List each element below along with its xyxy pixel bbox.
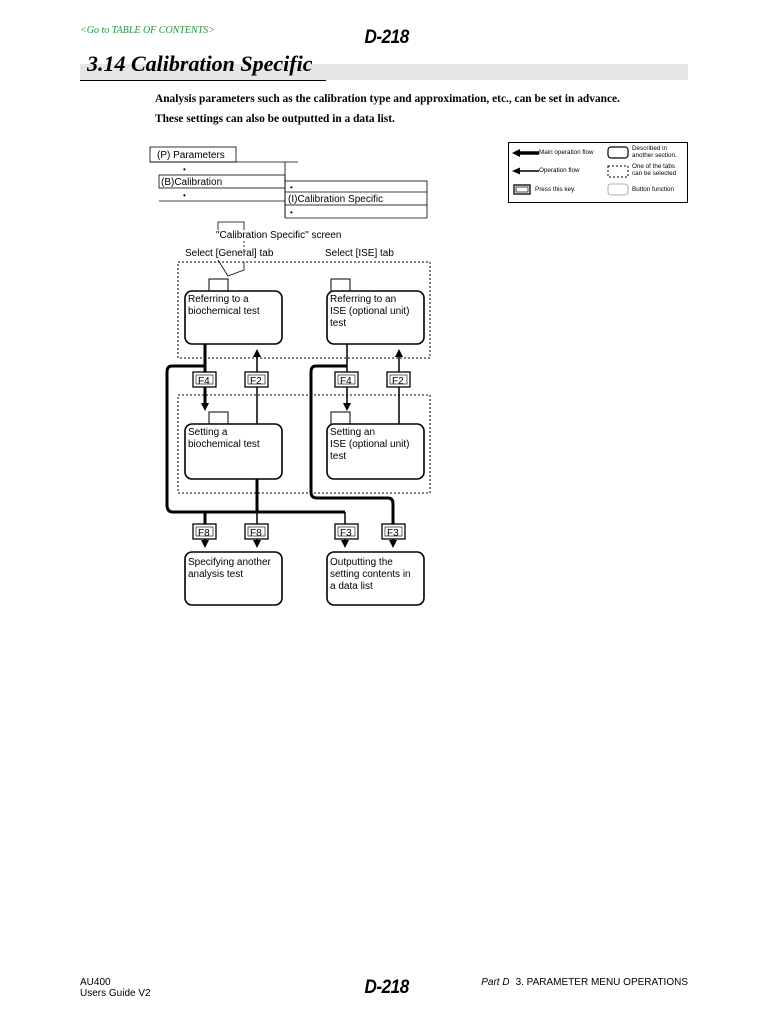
svg-text:•: •	[290, 183, 293, 192]
legend-described-2: another section.	[632, 152, 677, 159]
svg-text:ISE (optional unit): ISE (optional unit)	[330, 439, 410, 450]
box-ref-bio: Referring to a biochemical test	[184, 278, 283, 345]
box-specify: Specifying another analysis test	[184, 551, 283, 606]
main-flow-arrow-icon	[512, 149, 539, 157]
screen-label: "Calibration Specific" screen	[216, 230, 342, 241]
menu-calibration-label: (B)Calibration	[161, 177, 222, 188]
svg-text:Specifying another: Specifying another	[188, 557, 272, 568]
key-f2-left[interactable]: F2	[244, 371, 269, 388]
section-title: 3.14 Calibration Specific	[87, 51, 313, 76]
legend-main-flow: Main operation flow	[539, 149, 594, 156]
menu-calibration-specific-label: (I)Calibration Specific	[288, 194, 383, 205]
menu-calibration-specific-box[interactable]	[284, 180, 428, 206]
tab-general-label: Select [General] tab	[185, 248, 274, 259]
svg-text:F3: F3	[340, 528, 352, 539]
intro-text: Analysis parameters such as the calibrat…	[155, 89, 695, 129]
tab-region-reference	[177, 261, 431, 359]
key-f4-left[interactable]: F4	[192, 371, 217, 388]
page-code-top: D-218	[364, 27, 409, 48]
footer-part: Part D	[481, 977, 510, 988]
footer-guide-name: Users Guide V2	[80, 988, 151, 999]
svg-text:setting contents in: setting contents in	[330, 569, 411, 580]
menu-parameters-label: (P) Parameters	[157, 150, 225, 161]
footer-chapter-title: 3. PARAMETER MENU OPERATIONS	[515, 977, 688, 988]
svg-text:F8: F8	[250, 528, 262, 539]
legend-tabs-2: can be selected	[632, 170, 677, 177]
op-flow-arrow-icon	[512, 167, 539, 175]
svg-text:F4: F4	[340, 376, 352, 387]
page-code-bottom: D-218	[364, 977, 409, 998]
svg-text:•: •	[183, 191, 186, 200]
svg-text:•: •	[183, 165, 186, 174]
title-underline	[80, 80, 326, 81]
tabs-dotted-box-icon	[607, 165, 629, 178]
footer-product: AU400 Users Guide V2	[80, 977, 151, 999]
svg-text:ISE (optional unit): ISE (optional unit)	[330, 306, 410, 317]
tab-region-setting	[177, 394, 431, 494]
legend-tabs-1: One of the tabs	[632, 163, 676, 170]
key-f2-right[interactable]: F2	[386, 371, 411, 388]
key-f8-left[interactable]: F8	[192, 523, 217, 540]
flow-lines	[165, 344, 403, 548]
footer-product-name: AU400	[80, 977, 111, 988]
intro-line-2: These settings can also be outputted in …	[155, 113, 395, 125]
svg-text:F2: F2	[250, 376, 262, 387]
svg-text:Referring to an: Referring to an	[330, 294, 396, 305]
legend-button-function: Button function	[632, 186, 675, 193]
title-bar	[80, 64, 688, 80]
legend-described-1: Described in	[632, 145, 667, 152]
key-f8-right[interactable]: F8	[244, 523, 269, 540]
key-box-icon	[513, 184, 531, 195]
svg-text:biochemical test: biochemical test	[188, 439, 260, 450]
button-function-icon	[607, 183, 629, 196]
described-box-icon	[607, 146, 629, 159]
svg-text:biochemical test: biochemical test	[188, 306, 260, 317]
svg-text:F3: F3	[387, 528, 399, 539]
legend-box: Main operation flow Operation flow Press…	[508, 142, 688, 203]
svg-text:Outputting the: Outputting the	[330, 557, 393, 568]
svg-text:Setting a: Setting a	[188, 427, 228, 438]
menu-tree: (P) Parameters • (B)Calibration • • (I)C…	[149, 146, 428, 219]
legend-op-flow: Operation flow	[539, 167, 580, 174]
screen-section: "Calibration Specific" screen Select [Ge…	[185, 221, 394, 277]
legend-press-key: Press this key.	[535, 186, 576, 193]
svg-text:•: •	[290, 208, 293, 217]
svg-text:Referring to a: Referring to a	[188, 294, 249, 305]
box-ref-ise: Referring to an ISE (optional unit) test	[326, 278, 425, 345]
svg-text:test: test	[330, 318, 346, 329]
svg-text:F2: F2	[392, 376, 404, 387]
box-set-ise: Setting an ISE (optional unit) test	[326, 411, 425, 480]
svg-text:test: test	[330, 451, 346, 462]
svg-text:analysis test: analysis test	[188, 569, 243, 580]
svg-text:F4: F4	[198, 376, 210, 387]
box-output: Outputting the setting contents in a dat…	[326, 551, 425, 606]
key-f4-right[interactable]: F4	[334, 371, 359, 388]
intro-line-1: Analysis parameters such as the calibrat…	[155, 93, 620, 105]
svg-text:Setting an: Setting an	[330, 427, 375, 438]
key-f3-right[interactable]: F3	[381, 523, 406, 540]
tab-ise-label: Select [ISE] tab	[325, 248, 394, 259]
svg-text:a data list: a data list	[330, 581, 373, 592]
svg-text:F8: F8	[198, 528, 210, 539]
footer-chapter: Part D 3. PARAMETER MENU OPERATIONS	[481, 977, 688, 988]
toc-link[interactable]: <Go to TABLE OF CONTENTS>	[80, 25, 215, 36]
box-set-bio: Setting a biochemical test	[184, 411, 283, 480]
key-f3-left[interactable]: F3	[334, 523, 359, 540]
